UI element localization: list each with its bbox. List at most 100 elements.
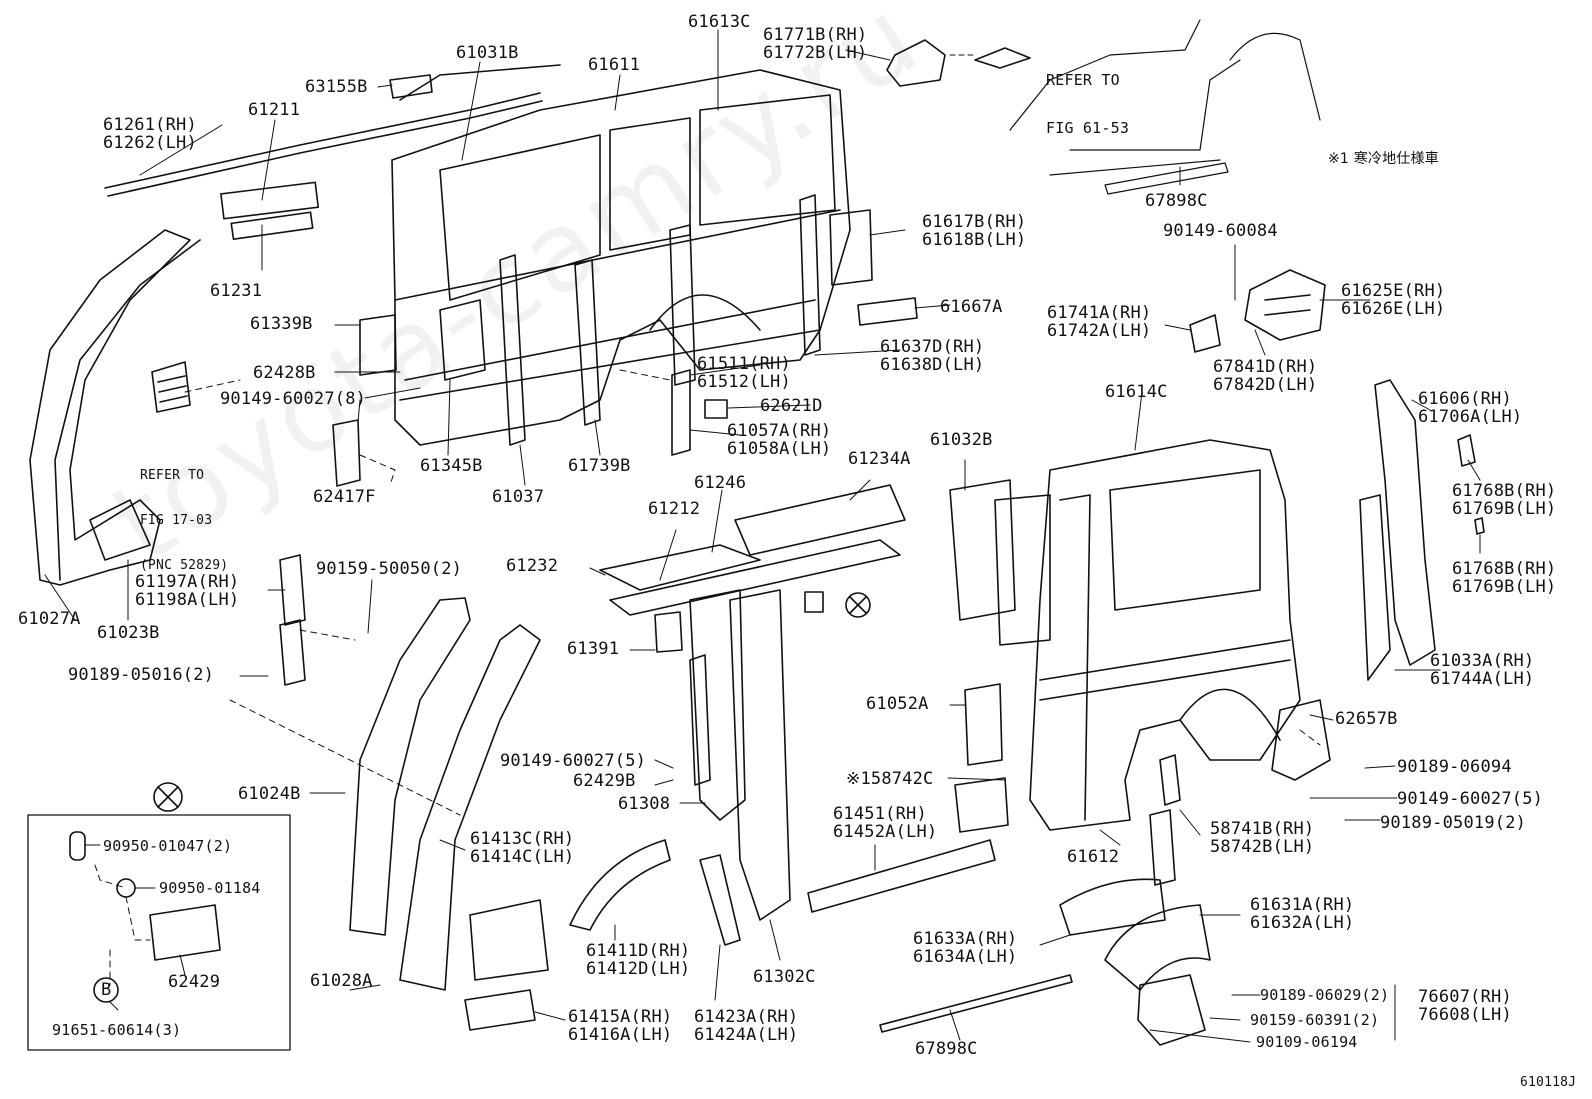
part-label-61308[interactable]: 61308 xyxy=(618,794,671,814)
part-label-61631A[interactable]: 61631A(RH)61632A(LH) xyxy=(1250,896,1354,932)
part-label-61033A[interactable]: 61033A(RH)61744A(LH) xyxy=(1430,652,1534,688)
part-label-61411D[interactable]: 61411D(RH)61412D(LH) xyxy=(586,942,690,978)
part-label-61024B[interactable]: 61024B xyxy=(238,784,301,804)
part-label-62429B[interactable]: 62429B xyxy=(573,771,636,791)
part-number-lh: 61626E(LH) xyxy=(1341,299,1446,319)
side-panel-upper xyxy=(391,69,851,446)
part-label-90109-06194[interactable]: 90109-06194 xyxy=(1256,1033,1358,1051)
van-outline xyxy=(1009,19,1321,195)
vertical-pillars xyxy=(499,194,918,456)
part-label-62428B[interactable]: 62428B xyxy=(253,363,316,383)
part-number-lh: 61452A(LH) xyxy=(833,822,938,842)
part-label-61415A[interactable]: 61415A(RH)61416A(LH) xyxy=(568,1008,672,1044)
part-label-61232[interactable]: 61232 xyxy=(506,556,559,576)
part-number-lh: 61706A(LH) xyxy=(1418,407,1523,427)
part-label-90950-01047[interactable]: 90950-01047(2) xyxy=(103,837,233,855)
part-number-rh: 61423A(RH) xyxy=(694,1007,799,1027)
part-label-61423A[interactable]: 61423A(RH)61424A(LH) xyxy=(694,1008,798,1044)
part-label-61768B-a[interactable]: 61768B(RH)61769B(LH) xyxy=(1452,482,1556,518)
part-label-61032B[interactable]: 61032B xyxy=(930,430,993,450)
part-number-rh: 61033A(RH) xyxy=(1430,651,1535,671)
part-label-61611[interactable]: 61611 xyxy=(588,55,641,75)
part-label-90189-05016[interactable]: 90189-05016(2) xyxy=(68,665,215,685)
part-label-61617B[interactable]: 61617B(RH)61618B(LH) xyxy=(922,213,1026,249)
part-label-61339B[interactable]: 61339B xyxy=(250,314,313,334)
part-label-61612[interactable]: 61612 xyxy=(1067,847,1120,867)
part-label-58741B[interactable]: 58741B(RH)58742B(LH) xyxy=(1210,820,1314,856)
part-label-67898C-top[interactable]: 67898C xyxy=(1145,191,1208,211)
part-label-61511[interactable]: 61511(RH)61512(LH) xyxy=(697,355,791,391)
part-number-lh: 61744A(LH) xyxy=(1430,669,1535,689)
part-label-61197A[interactable]: 61197A(RH)61198A(LH) xyxy=(135,573,239,609)
part-label-61037[interactable]: 61037 xyxy=(492,487,545,507)
part-number-lh: 61742A(LH) xyxy=(1047,321,1152,341)
misc-parts xyxy=(279,554,1009,833)
diagram-code: 610118J xyxy=(1520,1075,1577,1090)
part-label-62657B[interactable]: 62657B xyxy=(1335,709,1398,729)
part-number-lh: 61198A(LH) xyxy=(135,590,240,610)
part-label-61234A[interactable]: 61234A xyxy=(848,449,911,469)
rear-pillar-assembly xyxy=(1359,379,1485,681)
part-label-67898C-bottom[interactable]: 67898C xyxy=(915,1039,978,1059)
part-label-61345B[interactable]: 61345B xyxy=(420,456,483,476)
cold-climate-note: ※1 寒冷地仕様車 xyxy=(1328,151,1439,167)
part-number-rh: 61637D(RH) xyxy=(880,337,985,357)
part-label-61771B[interactable]: 61771B(RH)61772B(LH) xyxy=(763,26,867,62)
part-label-90189-06029[interactable]: 90189-06029(2) xyxy=(1260,986,1390,1004)
part-label-61302C[interactable]: 61302C xyxy=(753,967,816,987)
part-label-90149-60027-5-a[interactable]: 90149-60027(5) xyxy=(500,751,647,771)
part-number-lh: 61512(LH) xyxy=(697,372,791,392)
part-label-61667A[interactable]: 61667A xyxy=(940,297,1003,317)
part-label-67841D[interactable]: 67841D(RH)67842D(LH) xyxy=(1213,358,1317,394)
part-label-61028A[interactable]: 61028A xyxy=(310,971,373,991)
part-label-76607[interactable]: 76607(RH)76608(LH) xyxy=(1418,988,1512,1024)
part-label-90149-60027-5-b[interactable]: 90149-60027(5) xyxy=(1397,789,1544,809)
part-number-rh: 61261(RH) xyxy=(103,115,197,135)
part-label-62621D[interactable]: 62621D xyxy=(760,396,823,416)
part-label-90159-60391[interactable]: 90159-60391(2) xyxy=(1250,1011,1380,1029)
part-label-90189-06094[interactable]: 90189-06094 xyxy=(1397,757,1512,777)
part-label-90159-50050[interactable]: 90159-50050(2) xyxy=(316,559,463,579)
part-label-61391[interactable]: 61391 xyxy=(567,639,620,659)
part-label-61211[interactable]: 61211 xyxy=(248,100,301,120)
part-label-62417F[interactable]: 62417F xyxy=(313,487,376,507)
part-number-lh: 61412D(LH) xyxy=(586,959,691,979)
part-label-61613C[interactable]: 61613C xyxy=(688,12,751,32)
part-label-61637D[interactable]: 61637D(RH)61638D(LH) xyxy=(880,338,984,374)
part-label-61614C[interactable]: 61614C xyxy=(1105,382,1168,402)
part-label-61246[interactable]: 61246 xyxy=(694,473,747,493)
part-label-61031B[interactable]: 61031B xyxy=(456,43,519,63)
part-label-90149-60027-8[interactable]: 90149-60027(8) xyxy=(220,389,367,409)
part-label-90149-60084[interactable]: 90149-60084 xyxy=(1163,221,1278,241)
part-label-62429[interactable]: 62429 xyxy=(168,972,221,992)
part-number-rh: 61415A(RH) xyxy=(568,1007,673,1027)
part-label-158742C[interactable]: ※158742C xyxy=(846,769,934,789)
part-label-61625E[interactable]: 61625E(RH)61626E(LH) xyxy=(1341,282,1445,318)
part-label-61606[interactable]: 61606(RH)61706A(LH) xyxy=(1418,390,1522,426)
part-label-63155B[interactable]: 63155B xyxy=(305,77,368,97)
part-label-61023B[interactable]: 61023B xyxy=(97,623,160,643)
front-door-pillars xyxy=(349,597,549,991)
rear-corner-parts xyxy=(1189,269,1326,353)
part-label-61052A[interactable]: 61052A xyxy=(866,694,929,714)
part-label-61231[interactable]: 61231 xyxy=(210,281,263,301)
part-label-61633A[interactable]: 61633A(RH)61634A(LH) xyxy=(913,930,1017,966)
part-label-61768B-b[interactable]: 61768B(RH)61769B(LH) xyxy=(1452,560,1556,596)
part-label-61739B[interactable]: 61739B xyxy=(568,456,631,476)
part-label-61451[interactable]: 61451(RH)61452A(LH) xyxy=(833,805,937,841)
dashed-lines xyxy=(94,369,1321,986)
part-label-61212[interactable]: 61212 xyxy=(648,499,701,519)
part-label-91651-60614[interactable]: 91651-60614(3) xyxy=(52,1021,182,1039)
part-number-lh: 61262(LH) xyxy=(103,133,197,153)
part-label-61741A[interactable]: 61741A(RH)61742A(LH) xyxy=(1047,304,1151,340)
part-number-rh: 61511(RH) xyxy=(697,354,791,374)
roof-rails xyxy=(104,39,1031,241)
part-number-lh: 61414C(LH) xyxy=(470,847,575,867)
leader-lines xyxy=(44,29,1481,1043)
part-label-61413C[interactable]: 61413C(RH)61414C(LH) xyxy=(470,830,574,866)
part-label-61057A[interactable]: 61057A(RH)61058A(LH) xyxy=(727,422,831,458)
part-label-90189-05019[interactable]: 90189-05019(2) xyxy=(1380,813,1527,833)
part-label-61027A[interactable]: 61027A xyxy=(18,609,81,629)
part-label-90950-01184[interactable]: 90950-01184 xyxy=(159,879,261,897)
part-label-61261[interactable]: 61261(RH)61262(LH) xyxy=(103,116,197,152)
